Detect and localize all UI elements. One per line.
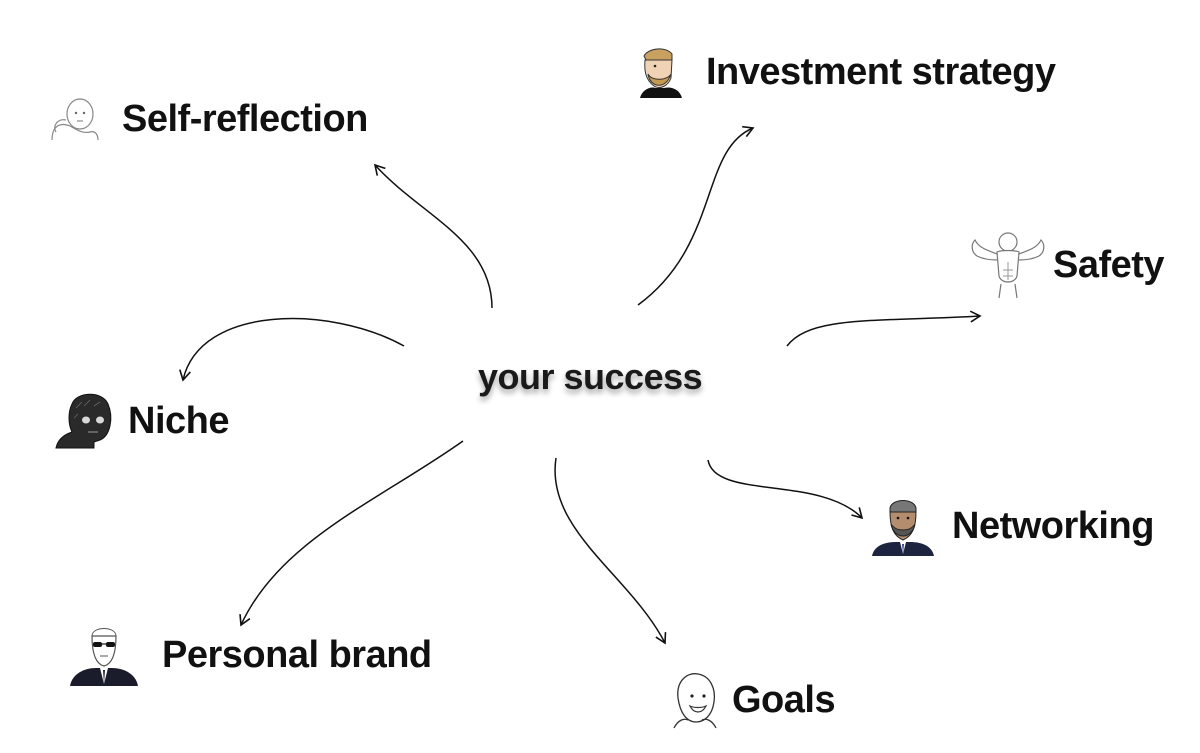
node-networking: Networking bbox=[872, 496, 1154, 556]
bearded-chad-icon bbox=[634, 46, 684, 98]
node-label-personal-brand: Personal brand bbox=[162, 633, 432, 676]
node-niche: Niche bbox=[54, 392, 229, 450]
node-personal-brand: Personal brand bbox=[70, 624, 432, 686]
node-safety: Safety bbox=[967, 230, 1165, 300]
node-investment-strategy: Investment strategy bbox=[634, 46, 1056, 98]
thinking-wojak-icon bbox=[46, 96, 100, 142]
shadowy-doomer-icon bbox=[54, 392, 120, 450]
arrow-to-self-reflection bbox=[373, 163, 493, 309]
node-label-goals: Goals bbox=[732, 678, 836, 721]
node-label-networking: Networking bbox=[952, 504, 1154, 547]
muscular-wojak-icon bbox=[967, 230, 1049, 300]
arrow-to-goals bbox=[554, 457, 667, 645]
node-label-investment-strategy: Investment strategy bbox=[706, 50, 1056, 93]
node-self-reflection: Self-reflection bbox=[46, 96, 368, 142]
node-label-safety: Safety bbox=[1053, 243, 1165, 286]
arrow-to-personal-brand bbox=[239, 440, 464, 627]
bearded-businessman-icon bbox=[872, 496, 934, 556]
node-goals: Goals bbox=[668, 670, 836, 730]
arrow-to-safety bbox=[786, 310, 982, 347]
node-label-self-reflection: Self-reflection bbox=[122, 97, 368, 140]
center-topic: your success bbox=[478, 356, 703, 397]
arrow-to-niche bbox=[179, 317, 405, 382]
node-label-niche: Niche bbox=[128, 399, 229, 442]
arrow-to-networking bbox=[707, 459, 864, 520]
arrow-to-investment-strategy bbox=[637, 125, 755, 306]
sunglasses-businessman-icon bbox=[70, 624, 138, 686]
smiling-wojak-icon bbox=[668, 670, 722, 730]
